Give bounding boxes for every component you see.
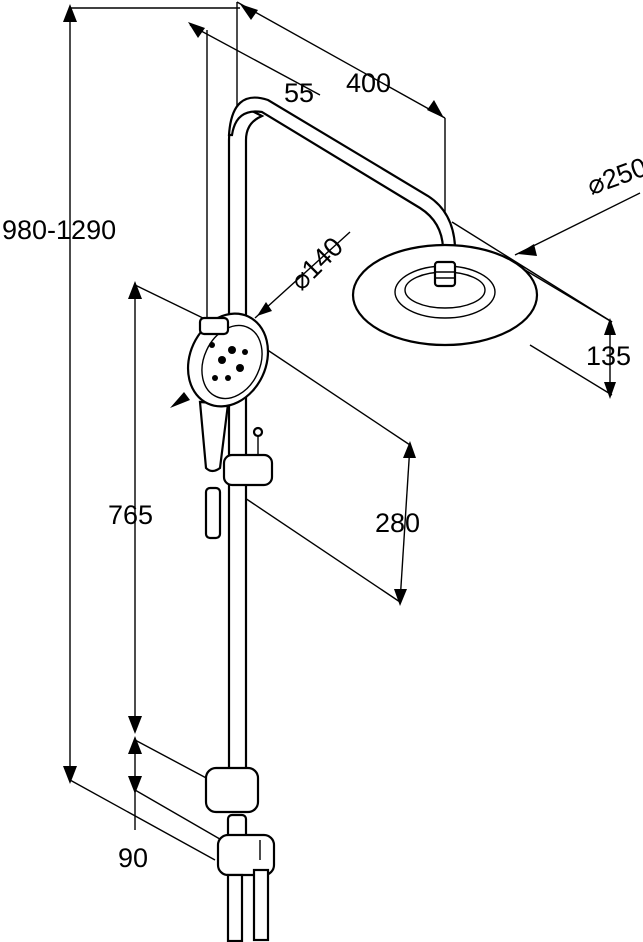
slide-holder bbox=[204, 426, 274, 540]
label-bar-height: 765 bbox=[108, 500, 153, 530]
label-head-height: 135 bbox=[586, 341, 631, 371]
label-arm-length: 400 bbox=[346, 68, 391, 98]
label-head-diameter: ⌀250 bbox=[583, 152, 643, 201]
label-holder-offset: 280 bbox=[375, 508, 420, 538]
rain-shower-head bbox=[351, 243, 539, 347]
dimension-lines bbox=[63, 1, 641, 861]
mixer-valve bbox=[204, 766, 276, 942]
label-total-height: 980-1290 bbox=[2, 215, 116, 245]
dimension-labels: 980-1290 55 400 ⌀250 ⌀140 135 280 765 90 bbox=[2, 68, 643, 873]
hand-shower bbox=[186, 312, 270, 473]
label-outlet-spacing: 90 bbox=[118, 843, 148, 873]
riser-bar bbox=[227, 96, 457, 802]
label-arm-offset: 55 bbox=[284, 78, 314, 108]
